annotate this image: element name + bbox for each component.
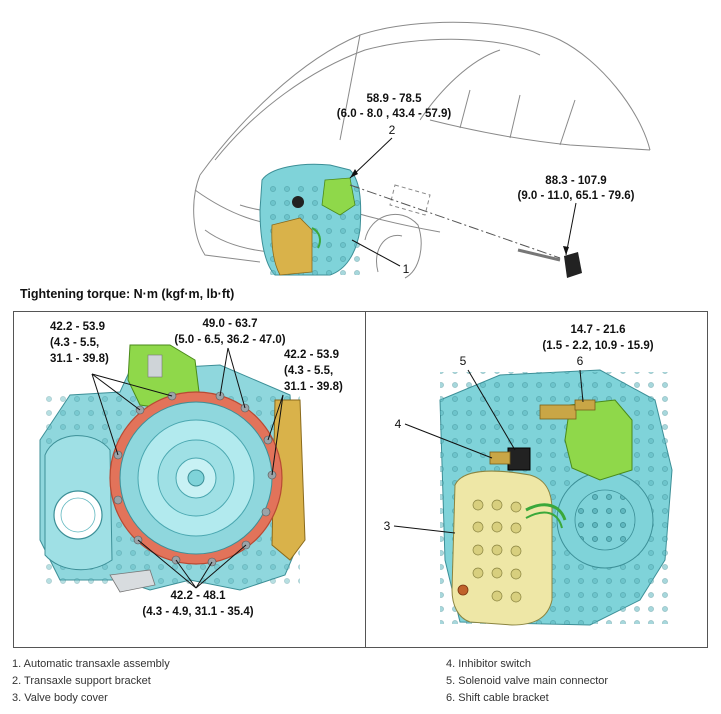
torque-label-c: 42.2 - 53.9 (4.3 - 5.5, 31.1 - 39.8) — [284, 349, 343, 393]
svg-text:58.9 - 78.5: 58.9 - 78.5 — [367, 93, 423, 105]
legend-item: 2. Transaxle support bracket — [12, 675, 151, 687]
callout-5: 5 — [460, 354, 467, 368]
leader-5 — [467, 369, 516, 451]
svg-text:(4.3 - 4.9, 31.1 - 35.4): (4.3 - 4.9, 31.1 - 35.4) — [142, 606, 253, 618]
legend-item: 3. Valve body cover — [12, 692, 108, 704]
legend-item: 1. Automatic transaxle assembly — [12, 658, 170, 670]
svg-text:(5.0 - 6.5, 36.2 - 47.0): (5.0 - 6.5, 36.2 - 47.0) — [174, 334, 285, 346]
torque-cable-label: 88.3 - 107.9 (9.0 - 11.0, 65.1 - 79.6) — [518, 175, 635, 202]
svg-text:42.2 - 53.9: 42.2 - 53.9 — [284, 349, 339, 361]
svg-text:14.7 - 21.6: 14.7 - 21.6 — [571, 324, 626, 336]
top-transaxle — [259, 163, 362, 276]
left-transaxle — [39, 344, 306, 593]
leader-6 — [579, 369, 584, 403]
svg-text:88.3 - 107.9: 88.3 - 107.9 — [545, 175, 606, 187]
svg-text:(9.0 - 11.0, 65.1 - 79.6): (9.0 - 11.0, 65.1 - 79.6) — [518, 190, 635, 202]
callout-1: 1 — [403, 262, 410, 276]
torque-units-title: Tightening torque: N·m (kgf·m, lb·ft) — [20, 287, 235, 301]
torque-bracket-label: 58.9 - 78.5 (6.0 - 8.0 , 43.4 - 57.9) — [337, 93, 452, 120]
leader-2 — [349, 137, 393, 179]
svg-text:(4.3 - 5.5,: (4.3 - 5.5, — [50, 337, 99, 349]
torque-label-a: 42.2 - 53.9 (4.3 - 5.5, 31.1 - 39.8) — [50, 321, 109, 365]
svg-text:31.1 - 39.8): 31.1 - 39.8) — [50, 353, 109, 365]
callout-4: 4 — [395, 417, 402, 431]
right-transaxle — [439, 369, 673, 626]
legend-left: 1. Automatic transaxle assembly 2. Trans… — [12, 656, 170, 707]
torque-label-e: 14.7 - 21.6 (1.5 - 2.2, 10.9 - 15.9) — [542, 324, 653, 352]
svg-text:42.2 - 48.1: 42.2 - 48.1 — [171, 590, 227, 602]
leaders-c — [267, 394, 284, 476]
callout-3: 3 — [384, 519, 391, 533]
leader-4 — [404, 423, 493, 459]
svg-text:(4.3 - 5.5,: (4.3 - 5.5, — [284, 365, 333, 377]
svg-text:(6.0 - 8.0 , 43.4 - 57.9): (6.0 - 8.0 , 43.4 - 57.9) — [337, 108, 452, 120]
leader-cable — [565, 202, 577, 256]
callout-2: 2 — [389, 123, 396, 137]
torque-label-b: 49.0 - 63.7 (5.0 - 6.5, 36.2 - 47.0) — [174, 318, 285, 346]
leaders-b — [219, 347, 246, 409]
leader-1 — [351, 239, 401, 267]
legend-item: 6. Shift cable bracket — [446, 692, 549, 704]
legend-item: 4. Inhibitor switch — [446, 658, 531, 670]
legend-item: 5. Solenoid valve main connector — [446, 675, 609, 687]
svg-text:49.0 - 63.7: 49.0 - 63.7 — [203, 318, 258, 330]
svg-text:31.1 - 39.8): 31.1 - 39.8) — [284, 381, 343, 393]
svg-text:(1.5 - 2.2, 10.9 - 15.9): (1.5 - 2.2, 10.9 - 15.9) — [542, 340, 653, 352]
legend-right: 4. Inhibitor switch 5. Solenoid valve ma… — [446, 656, 608, 707]
leader-3 — [393, 525, 456, 534]
leaders-a — [91, 373, 173, 456]
callout-6: 6 — [577, 354, 584, 368]
leaders-d — [137, 539, 247, 589]
torque-label-d: 42.2 - 48.1 (4.3 - 4.9, 31.1 - 35.4) — [142, 590, 253, 618]
shift-cable — [349, 184, 582, 278]
detail-panels-frame — [13, 311, 708, 648]
svg-text:42.2 - 53.9: 42.2 - 53.9 — [50, 321, 105, 333]
